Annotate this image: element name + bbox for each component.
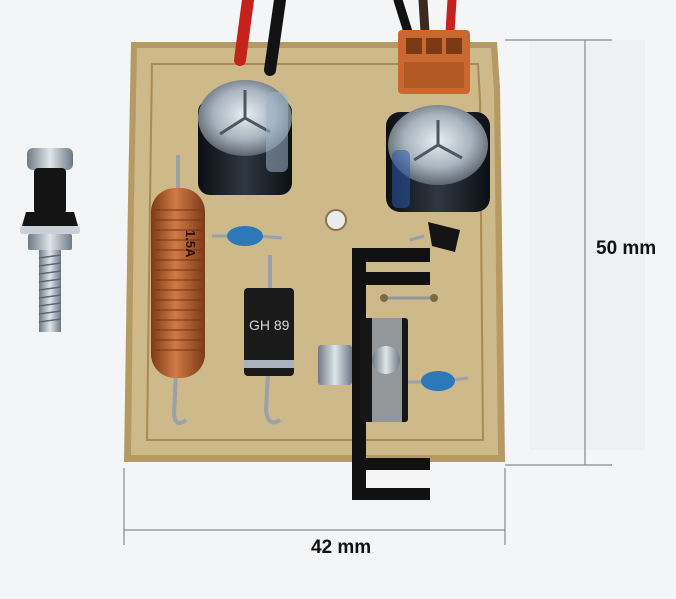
axial-fuse: 1.5A (151, 155, 205, 426)
width-dimension-label: 42 mm (311, 537, 372, 558)
height-measurement (505, 39, 612, 466)
power-wires (234, 0, 457, 76)
height-dimension-label: 50 mm (596, 238, 657, 259)
wire-jumper (380, 294, 438, 302)
small-transistor (409, 222, 460, 252)
electrolytic-capacitor-right (386, 105, 490, 212)
hex-nut (28, 234, 72, 250)
heatsink (352, 248, 430, 500)
fuse-marking: 1.5A (183, 230, 198, 258)
rectifier-diode: GH 89 (244, 255, 294, 425)
diode-marking: GH 89 (249, 317, 290, 333)
three-pin-connector (398, 30, 470, 94)
screw-head (27, 148, 73, 170)
mounting-hole (325, 209, 347, 231)
voltage-regulator (318, 318, 408, 422)
mounting-bolt-head (372, 346, 400, 374)
electrolytic-capacitor-left (198, 80, 292, 195)
rubber-spacer (34, 168, 66, 214)
width-measurement (123, 468, 506, 545)
background-light-patch (530, 40, 645, 450)
washer (20, 226, 80, 234)
standoff-screw (20, 148, 80, 332)
mounting-nut (318, 345, 352, 385)
ceramic-capacitor-top (212, 226, 283, 246)
ceramic-capacitor-bottom (406, 371, 469, 391)
